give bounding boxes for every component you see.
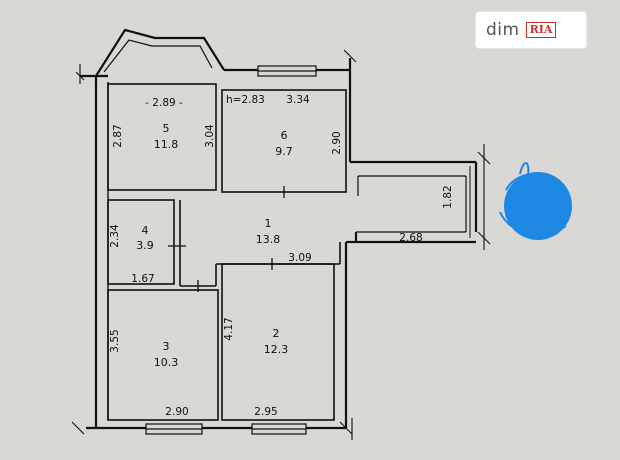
door-marks — [168, 166, 471, 292]
dimension-labels: - 2.89 - 2.87 3.04 h=2.83 3.34 2.90 1.82… — [109, 94, 454, 418]
room-area: 11.8 — [154, 138, 179, 151]
dimension-label: 2.95 — [254, 406, 277, 418]
room-5-outline — [107, 83, 217, 191]
room-labels: 5 11.8 6 9.7 4 3.9 1 13.8 3 10.3 2 12.3 — [136, 122, 293, 369]
room-area: 13.8 — [256, 233, 281, 246]
room-number: 2 — [273, 327, 280, 340]
room-number: 6 — [281, 129, 288, 142]
dimension-label: 1.82 — [442, 185, 454, 208]
room-number: 5 — [163, 122, 170, 135]
dimension-label: 4.17 — [223, 317, 235, 340]
dim-ria-watermark: dim RIA — [476, 12, 586, 48]
room-2-outline — [221, 263, 335, 421]
dimension-label: 2.87 — [112, 124, 124, 147]
dimension-label: - 2.89 - — [145, 97, 183, 109]
dimension-label: 2.90 — [165, 406, 188, 418]
room-area: 9.7 — [275, 145, 293, 158]
dimension-label: 3.09 — [288, 252, 311, 264]
room-3-outline — [107, 289, 219, 421]
dimension-label: 2.68 — [399, 232, 422, 244]
tick — [343, 49, 357, 63]
windows — [145, 65, 317, 435]
blue-scribble — [499, 162, 572, 240]
tick — [75, 71, 85, 81]
walls — [80, 28, 478, 430]
dimension-label: 2.34 — [109, 224, 121, 248]
dimension-label: h=2.83 — [226, 94, 265, 106]
dimension-label: 1.67 — [131, 273, 154, 285]
watermark-brand: dim — [486, 20, 520, 40]
room-number: 3 — [163, 340, 170, 353]
watermark-badge: RIA — [525, 22, 557, 38]
tick — [71, 421, 85, 435]
bay-window-wall — [95, 28, 225, 77]
dimension-label: 2.90 — [331, 131, 343, 154]
tick — [339, 421, 353, 435]
dimension-label: 3.04 — [204, 124, 216, 148]
dimension-label: 3.34 — [286, 94, 310, 106]
room-area: 3.9 — [136, 239, 154, 252]
room-area: 10.3 — [154, 356, 179, 369]
scribble-fill — [504, 172, 572, 240]
dimension-ticks — [71, 49, 491, 440]
bay-window-inner — [103, 39, 213, 73]
room-number: 1 — [265, 217, 272, 230]
room-area: 12.3 — [264, 343, 289, 356]
room-number: 4 — [142, 224, 149, 237]
room-4-outline — [107, 199, 175, 285]
dimension-label: 3.55 — [109, 329, 121, 352]
scribble-strokes — [499, 162, 567, 236]
